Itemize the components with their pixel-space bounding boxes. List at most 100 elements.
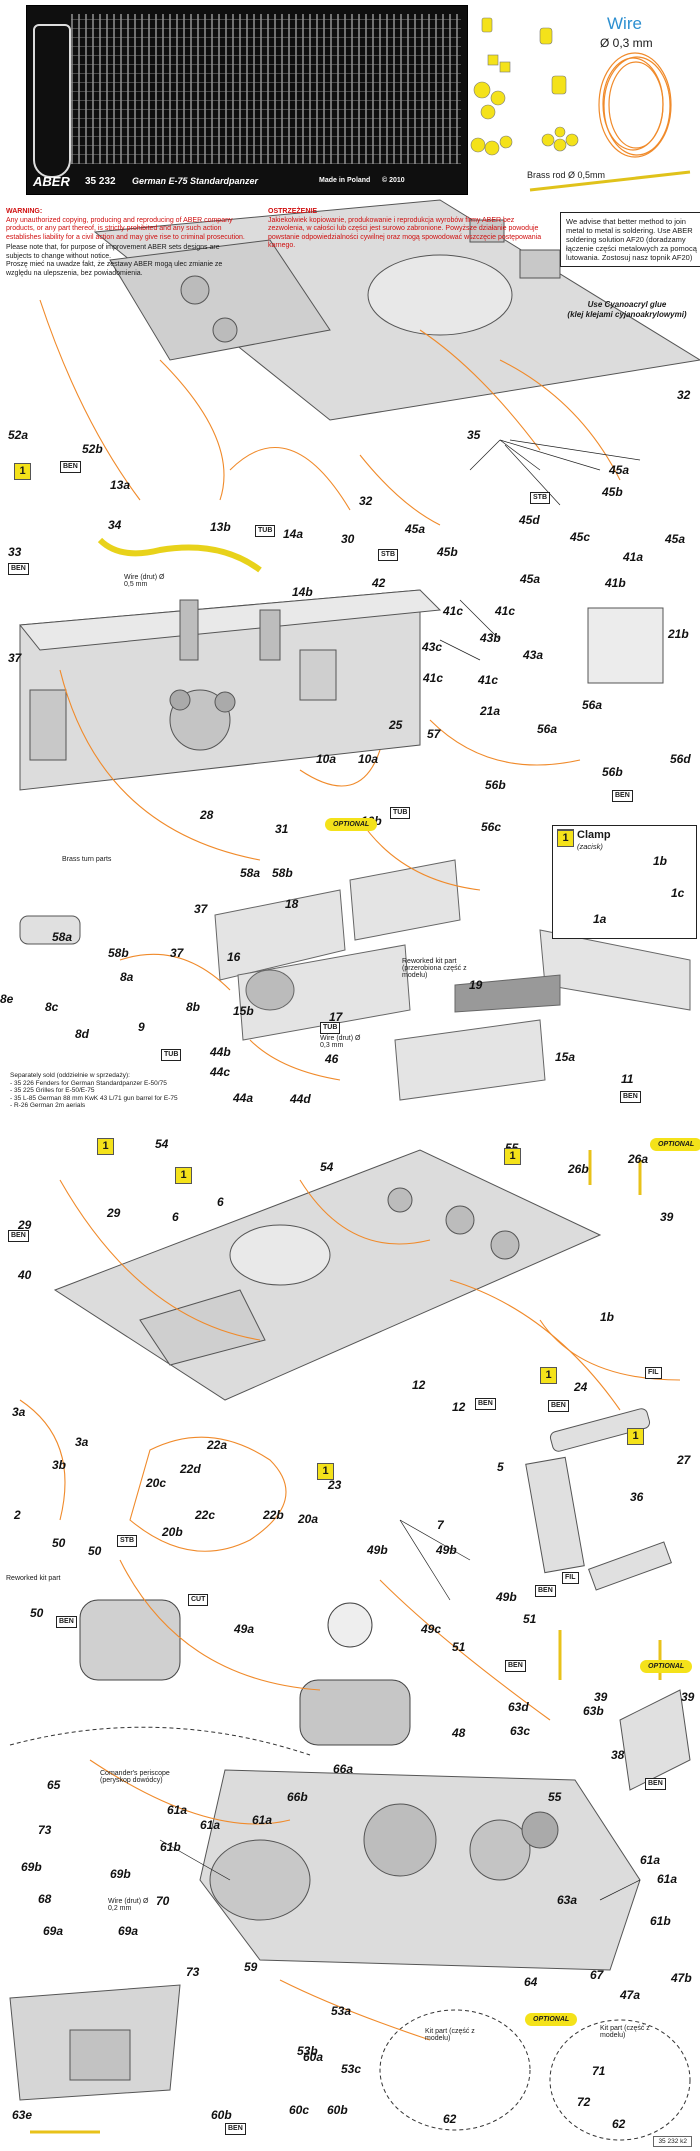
part-label-40: 40: [18, 1268, 32, 1282]
step-1-badge: 1: [540, 1367, 557, 1384]
part-label-37: 37: [8, 651, 22, 665]
part-label-45b: 45b: [437, 545, 458, 559]
part-label-62: 62: [612, 2117, 626, 2131]
part-label-44d: 44d: [290, 1092, 311, 1106]
part-label-16: 16: [227, 950, 241, 964]
soldering-advice-box: We advise that better method to join met…: [560, 212, 700, 267]
hull-upper-deck-drawing: [53, 1149, 602, 1401]
note-separately: Separately sold (oddzielnie w sprzedaży)…: [10, 1072, 130, 1079]
tub-tag: TUB: [320, 1022, 341, 1034]
part-label-47a: 47a: [620, 1988, 641, 2002]
hull-front-drawing: [19, 589, 442, 791]
note-line-1: - 35 226 Fenders for German Standardpanz…: [10, 1079, 167, 1087]
part-label-5: 5: [497, 1460, 504, 1474]
ostrzezenie-text: Jakiekolwiek kopiowanie, produkowanie i …: [268, 216, 542, 250]
part-label-10a: 10a: [316, 752, 337, 766]
part-label-29: 29: [107, 1206, 121, 1220]
reworked-part-note: Reworked kit part (przerobiona część z m…: [402, 958, 467, 979]
step-1-badge: 1: [317, 1463, 334, 1480]
part-label-61b: 61b: [650, 1914, 671, 1928]
kit-part-note: Kit part (część z modelu): [425, 2028, 475, 2042]
part-label-17: 17: [329, 1010, 343, 1024]
part-label-39: 39: [681, 1690, 695, 1704]
part-label-34: 34: [108, 518, 122, 532]
part-label-31: 31: [275, 822, 289, 836]
part-label-41c: 41c: [495, 604, 516, 618]
part-label-8c: 8c: [45, 1000, 59, 1014]
part-label-44a: 44a: [233, 1091, 254, 1105]
part-label-51: 51: [452, 1640, 466, 1654]
turret-drawing: [199, 1769, 641, 1971]
part-label-29: 29: [18, 1218, 32, 1232]
guide-lines: [19, 299, 681, 2041]
reworked-part-note-2: Reworked kit part: [6, 1575, 61, 1582]
tub-tag: TUB: [161, 1049, 182, 1061]
note-line-3: - 35 L-85 German 88 mm KwK 43 L/71 gun b…: [10, 1094, 178, 1102]
fret-made-in: Made in Poland: [319, 177, 371, 184]
ben-tag: BEN: [645, 1778, 666, 1790]
part-label-43b: 43b: [480, 631, 501, 645]
optional-badge: OPTIONAL: [525, 2013, 578, 2026]
part-label-32: 32: [359, 494, 373, 508]
optional-badge: OPTIONAL: [325, 818, 378, 831]
part-label-58a: 58a: [240, 866, 261, 880]
part-label-43c: 43c: [422, 640, 443, 654]
part-label-69a: 69a: [118, 1924, 139, 1938]
fret-copyright: © 2010: [382, 177, 405, 184]
stb-tag: STB: [378, 549, 398, 561]
part-label-60a: 60a: [303, 2050, 324, 2064]
part-label-69a: 69a: [43, 1924, 64, 1938]
part-label-56d: 56d: [670, 752, 691, 766]
part-label-41b: 41b: [605, 576, 626, 590]
hatch-drawing: [79, 1599, 411, 1746]
part-label-61a: 61a: [200, 1818, 221, 1832]
brass-parts-icon: [470, 17, 579, 156]
part-label-47b: 47b: [671, 1971, 692, 1985]
part-label-49b: 49b: [367, 1543, 388, 1557]
part-label-21a: 21a: [480, 704, 501, 718]
part-label-68: 68: [38, 1892, 52, 1906]
stowage-box-drawing: [587, 607, 664, 684]
ben-tag: BEN: [225, 2123, 246, 2135]
misc-parts: [19, 915, 691, 1791]
ben-tag: BEN: [475, 1398, 496, 1410]
part-label-15a: 15a: [555, 1050, 576, 1064]
part-label-49b: 49b: [436, 1543, 457, 1557]
warning-note-en: Please note that, for purpose of improve…: [6, 244, 220, 260]
part-label-45a: 45a: [609, 463, 630, 477]
part-label-20b: 20b: [162, 1525, 183, 1539]
ben-tag: BEN: [56, 1616, 77, 1628]
part-label-49c: 49c: [421, 1622, 442, 1636]
part-label-56a: 56a: [537, 722, 558, 736]
brass-rod-icon: [529, 170, 691, 192]
part-label-66a: 66a: [333, 1762, 354, 1776]
part-label-22a: 22a: [207, 1438, 228, 1452]
part-label-41a: 41a: [623, 550, 644, 564]
fil-tag: FIL: [645, 1367, 662, 1379]
part-label-53a: 53a: [331, 2004, 352, 2018]
part-label-52a: 52a: [8, 428, 29, 442]
part-label-39: 39: [660, 1210, 674, 1224]
part-label-50: 50: [52, 1536, 66, 1550]
part-label-41c: 41c: [423, 671, 444, 685]
part-label-38: 38: [611, 1748, 625, 1762]
part-label-39: 39: [594, 1690, 608, 1704]
part-label-57: 57: [427, 727, 441, 741]
part-label-53b: 53b: [297, 2044, 318, 2058]
part-label-50: 50: [30, 1606, 44, 1620]
tub-tag: TUB: [390, 807, 411, 819]
photo-etched-fret: ABER 35 232 German E-75 Standardpanzer M…: [26, 5, 468, 195]
part-label-54: 54: [155, 1137, 169, 1151]
warning-title: WARNING:: [6, 208, 43, 215]
part-label-49b: 49b: [496, 1590, 517, 1604]
part-label-35: 35: [467, 428, 481, 442]
part-label-8e: 8e: [0, 992, 14, 1006]
part-label-43a: 43a: [523, 648, 544, 662]
part-label-3a: 3a: [75, 1435, 89, 1449]
part-label-27: 27: [677, 1453, 691, 1467]
part-label-72: 72: [577, 2095, 591, 2109]
ben-tag: BEN: [535, 1585, 556, 1597]
part-label-59: 59: [244, 1960, 258, 1974]
part-label-6: 6: [217, 1195, 224, 1209]
part-label-58b: 58b: [108, 946, 129, 960]
